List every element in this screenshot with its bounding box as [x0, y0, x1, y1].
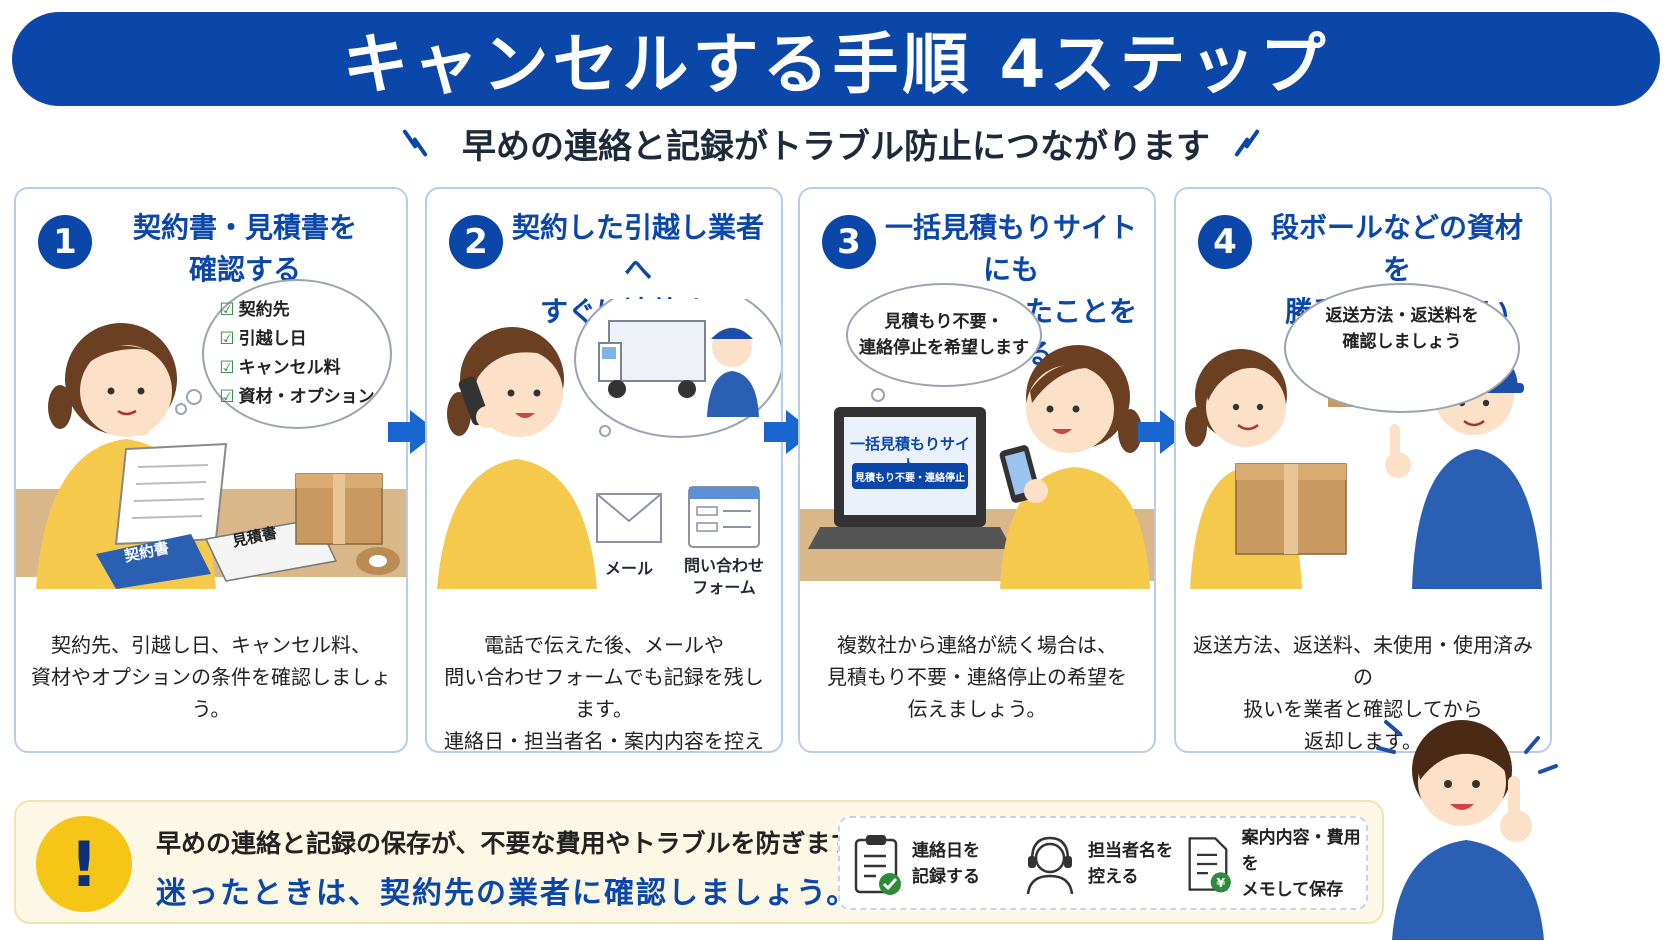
step-header: 2 契約した引越し業者へすぐに連絡する	[427, 207, 781, 328]
step-card-4: 4 段ボールなどの資材を勝手に処分しない	[1174, 187, 1552, 753]
step-number: 2	[449, 215, 503, 269]
summary-line-1: 早めの連絡と記録の保存が、不要な費用やトラブルを防ぎます。	[156, 829, 879, 858]
checklist-item: ☑引越し日	[219, 329, 307, 349]
title-banner: キャンセルする手順 4ステップ	[12, 12, 1660, 106]
checklist: ☑契約先 ☑引越し日 ☑キャンセル料 ☑資材・オプション	[219, 296, 374, 412]
step-number: 3	[822, 215, 876, 269]
step-description: 契約先、引越し日、キャンセル料、資材やオプションの条件を確認しましょう。	[31, 633, 391, 721]
exclamation-icon: !	[36, 816, 132, 912]
document-yen-icon: ¥	[1188, 837, 1231, 893]
checkmark-icon: ☑	[219, 387, 235, 407]
checkmark-icon: ☑	[219, 329, 235, 349]
page-title: キャンセルする手順 4ステップ	[342, 26, 1330, 103]
summary-callout: ! 早めの連絡と記録の保存が、不要な費用やトラブルを防ぎます。 迷ったときは、契…	[14, 800, 1384, 924]
step-illustration: 返送方法・返送料を確認しましょう	[1176, 283, 1550, 619]
checkmark-icon: ☑	[219, 358, 235, 378]
headset-person-icon	[1026, 836, 1074, 895]
step-number: 4	[1198, 215, 1252, 269]
accent-marks-left	[402, 124, 434, 162]
step-number: 1	[38, 215, 92, 269]
checklist-item: ☑資材・オプション	[219, 387, 375, 407]
accent-marks-right	[1234, 124, 1268, 162]
woman-with-laptop-illustration	[800, 345, 1154, 619]
stop-contact-button: 見積もり不要・連絡停止	[852, 463, 968, 489]
subtitle-row: 早めの連絡と記録がトラブル防止につながります	[0, 118, 1672, 168]
subtitle: 早めの連絡と記録がトラブル防止につながります	[462, 126, 1210, 167]
step-card-2: 2 契約した引越し業者へすぐに連絡する	[425, 187, 783, 753]
summary-line-2: 迷ったときは、契約先の業者に確認しましょう。	[156, 876, 859, 911]
mover-pointing-illustration	[1376, 720, 1558, 940]
tips-box: 連絡日を記録する 担当者名を控える ¥ 案内内容・費用をメモして保存	[838, 816, 1368, 910]
inquiry-form-label: 問い合わせフォーム	[683, 556, 764, 597]
woman-on-phone-illustration	[437, 280, 781, 589]
step-description: 複数社から連絡が続く場合は、見積もり不要・連絡停止の希望を伝えましょう。	[827, 633, 1127, 721]
step-illustration: 見積もり不要・連絡停止を希望します 一括見積もりサイト 見積もり不要・連絡停止	[800, 283, 1154, 619]
clipboard-check-icon	[854, 835, 901, 895]
step-title: 契約書・見積書を確認する	[132, 211, 357, 286]
mail-label: メール	[604, 559, 653, 578]
return-bubble: 返送方法・返送料を確認しましょう	[1284, 283, 1520, 413]
tip-item: ¥ 案内内容・費用をメモして保存	[1186, 828, 1366, 900]
checklist-item: ☑キャンセル料	[219, 358, 341, 378]
checkmark-icon: ☑	[219, 300, 235, 320]
step-description: 電話で伝えた後、メールや問い合わせフォームでも記録を残します。連絡日・担当者名・…	[444, 633, 764, 753]
tip-item: 担当者名を控える	[1020, 828, 1173, 900]
woman-and-mover-with-box-illustration	[1185, 349, 1542, 589]
step-description: 返送方法、返送料、未使用・使用済みの扱いを業者と確認してから返却します。	[1193, 633, 1533, 753]
step-illustration: メール 問い合わせフォーム	[427, 280, 781, 619]
woman-reading-document-illustration	[16, 323, 406, 619]
svg-text:¥: ¥	[1216, 876, 1225, 891]
tip-item: 連絡日を記録する	[852, 828, 980, 900]
step-header: 1 契約書・見積書を確認する	[16, 207, 406, 307]
step-card-1: 1 契約書・見積書を確認する	[14, 187, 408, 753]
request-bubble: 見積もり不要・連絡停止を希望します	[846, 283, 1042, 387]
checklist-item: ☑契約先	[219, 300, 290, 320]
step-card-3: 3 一括見積もりサイトにも不要になったことを伝える 見積もり不要・連絡停止を希望…	[798, 187, 1156, 753]
checklist-bubble: ☑契約先 ☑引越し日 ☑キャンセル料 ☑資材・オプション	[202, 279, 392, 429]
step-illustration: ☑契約先 ☑引越し日 ☑キャンセル料 ☑資材・オプション 契約書 見積書	[16, 279, 406, 619]
